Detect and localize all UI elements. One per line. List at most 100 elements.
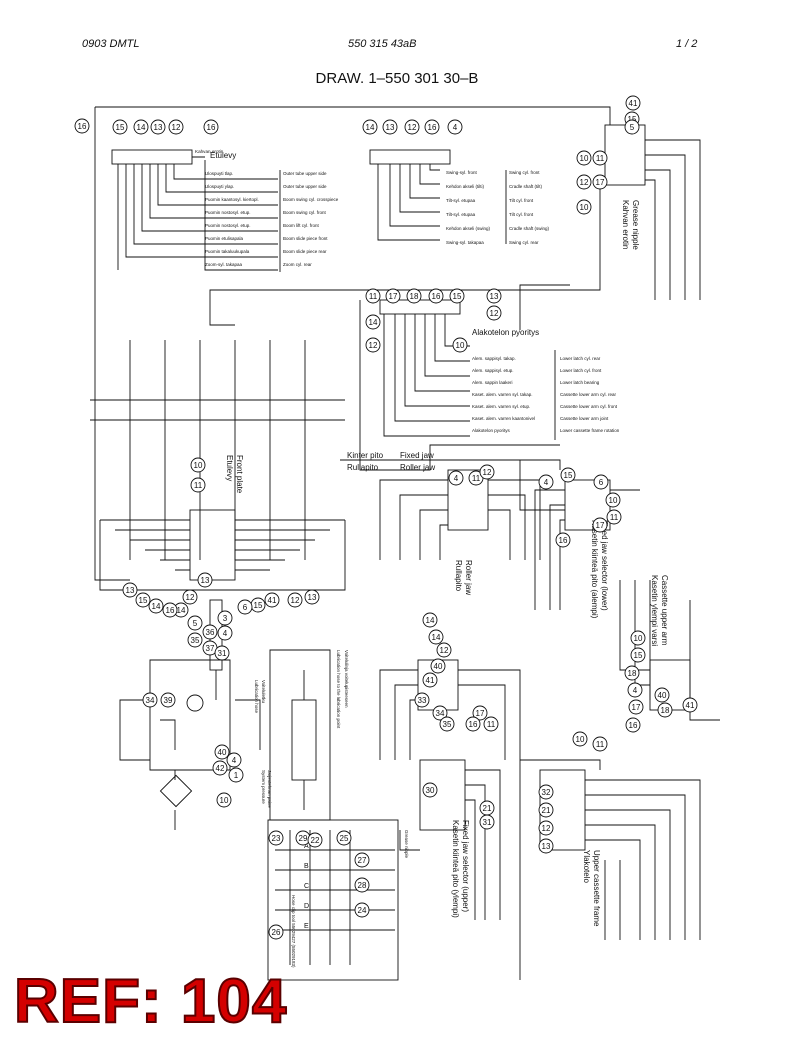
legend-g4e-item: Lower latch cyl. front [560,368,602,373]
callout-circle: 11 [365,288,381,304]
callout-number: 13 [308,593,317,602]
callout-circle: 16 [465,716,481,732]
callout-circle: 33 [414,692,430,708]
group-g10-title: Kinter pito [347,451,384,460]
legend-g3-item: Kehdon akseli (swing) [446,226,491,231]
legend-g2e-item: Outer tube upper side [283,184,327,189]
callout-number: 16 [428,123,437,132]
callout-number: 13 [154,123,163,132]
legend-g4e-item: Cassette lower arm joint [560,416,609,421]
callout-circle: 11 [483,716,499,732]
cart-row-label: E [304,923,309,930]
callout-circle: 4 [447,119,463,135]
legend-g2-item: Zoom-syl. takapaa [205,262,243,267]
callout-circle: 30 [422,782,438,798]
cart-tool-note: Hose clip tool 55029427 (55029183) [291,895,296,968]
callout-circle: 15 [135,592,151,608]
group-g10-title2: Rullapito [347,463,379,472]
callout-circle: 18 [657,702,673,718]
callout-number: 39 [164,696,173,705]
callout-number: 40 [434,662,443,671]
legend-g3e-item: Swing cyl. front [509,170,540,175]
callout-circle: 24 [354,902,370,918]
callout-circle: 4 [448,470,464,486]
callout-circle: 14 [365,314,381,330]
cart-row-label: B [304,863,309,870]
callout-circle: 41 [264,592,280,608]
callout-circle: 16 [424,119,440,135]
group-g11-sub: Grease nipple [631,200,640,250]
callout-circle: 26 [268,924,284,940]
callout-circle: 16 [428,288,444,304]
callout-circle: 12 [182,589,198,605]
callout-number: 16 [166,606,175,615]
callout-number: 15 [254,601,263,610]
callout-circle: 35 [439,716,455,732]
callout-number: 14 [369,318,378,327]
callout-number: 13 [542,842,551,851]
callout-number: 40 [218,748,227,757]
callout-circle: 13 [150,119,166,135]
callout-number: 17 [632,703,641,712]
callout-circle: 12 [168,119,184,135]
legend-g3: Swing-syl. front Kehdon akseli (tilti) T… [446,170,550,245]
callout-circle: 6 [237,599,253,615]
callout-number: 21 [483,804,492,813]
legend-g2e-item: Boom slide piece rear [283,249,327,254]
legend-g4-item: Kaset. alem. varren kaantonivel [472,416,535,421]
cart-row-label: A [304,843,309,850]
callout-number: 17 [476,709,485,718]
callout-circle: 10 [572,731,588,747]
callout-number: 16 [78,122,87,131]
ref-label: REF: 104 [13,966,288,1037]
cart-row-label: D [304,903,309,910]
callout-number: 4 [232,756,237,765]
callout-number: 30 [426,786,435,795]
callout-number: 31 [218,649,227,658]
callout-number: 10 [220,796,229,805]
callout-circle: 31 [479,814,495,830]
callout-circle: 18 [624,665,640,681]
callout-number: 4 [453,123,458,132]
callout-circle: 15 [112,119,128,135]
callout-circle: 17 [385,288,401,304]
callout-circle: 12 [365,337,381,353]
callout-number: 11 [596,154,605,163]
callout-number: 12 [542,824,551,833]
callout-circle: 40 [430,658,446,674]
callout-number: 24 [358,906,367,915]
legend-g4e-item: Lower cassette frame rotation [560,428,620,433]
callout-circle: 17 [592,174,608,190]
callout-circle: 4 [627,682,643,698]
callout-number: 11 [487,720,496,729]
callout-circle: 5 [624,119,640,135]
callout-number: 10 [194,461,203,470]
callout-number: 10 [580,203,589,212]
cartridge-note: Jarjestelman paine [267,770,272,808]
callout-circle: 34 [142,692,158,708]
callout-number: 37 [206,644,215,653]
callout-number: 12 [186,593,195,602]
callout-circle: 41 [682,697,698,713]
callout-number: 16 [559,536,568,545]
callout-number: 13 [126,586,135,595]
legend-g3e-item: Cradle shaft (tilt) [509,184,543,189]
callout-circle: 36 [202,624,218,640]
callout-circle: 11 [606,509,622,525]
callout-circle: 17 [592,517,608,533]
callout-circle: 22 [307,832,323,848]
callout-number: 15 [628,115,637,124]
callout-circle: 4 [538,474,554,490]
callout-circle: 10 [605,492,621,508]
callout-number: 12 [580,178,589,187]
callout-circle: 4 [226,752,242,768]
legend-g4-item: Kaset. alem. varren syl. takap. [472,392,533,397]
callout-circle: 11 [190,477,206,493]
callout-number: 11 [194,481,203,490]
callout-circle: 10 [630,630,646,646]
page-number: 1 / 2 [676,38,698,50]
callout-number: 36 [206,628,215,637]
callout-number: 40 [658,691,667,700]
callout-number: 14 [432,633,441,642]
callout-number: 26 [272,928,281,937]
